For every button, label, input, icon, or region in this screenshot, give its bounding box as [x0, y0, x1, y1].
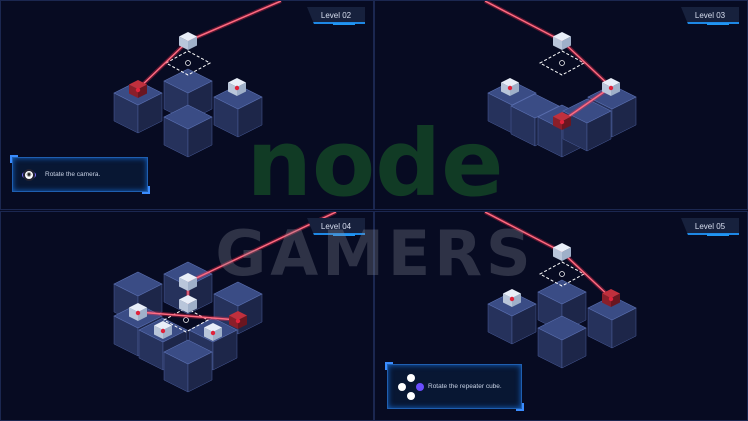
laser-beam [561, 86, 612, 122]
device-core [210, 330, 216, 336]
device-face [501, 78, 519, 87]
dashed-target-tile [164, 50, 212, 76]
cube-top-face [163, 68, 213, 94]
laser-beam [484, 1, 563, 42]
floor-cube [213, 84, 263, 138]
level-04-panel[interactable]: Level 04 [0, 211, 374, 421]
device-face [179, 273, 197, 282]
level-02-scene[interactable] [1, 1, 374, 210]
hint-box: Rotate the repeater cube. [385, 362, 524, 411]
device-face [602, 78, 620, 87]
crystal-cube [179, 295, 197, 313]
camera-rotate-icon: ◉ [23, 168, 35, 181]
cube-top-face [113, 271, 163, 297]
level-05-scene[interactable] [375, 212, 748, 421]
level-label: Level 04 [307, 218, 365, 235]
laser-beam [484, 212, 563, 253]
laser-beam [187, 1, 282, 42]
level-underline [333, 23, 355, 25]
target-marker [185, 60, 191, 66]
cube-top-face [587, 295, 637, 321]
target-marker [559, 271, 565, 277]
dashed-target-tile [538, 261, 586, 287]
level-label: Level 05 [681, 218, 739, 235]
floor-cube [163, 339, 213, 393]
device-face [179, 295, 197, 304]
level-underline [333, 234, 355, 236]
crystal-cube [179, 32, 197, 50]
device-face [503, 289, 521, 298]
level-03-scene[interactable] [375, 1, 748, 210]
cube-top-face [213, 281, 263, 307]
device-core [234, 85, 240, 91]
level-label: Level 03 [681, 7, 739, 24]
dashed-target-tile [162, 307, 210, 333]
laser-beam [561, 251, 612, 299]
crystal-cube [553, 32, 571, 50]
laser-emitter-device [129, 80, 147, 98]
repeater-cube [129, 303, 147, 321]
level-label: Level 02 [307, 7, 365, 24]
cube-top-face [163, 339, 213, 365]
repeater-cube [154, 321, 172, 339]
gamepad-buttons-icon [398, 373, 424, 400]
laser-beam [561, 40, 612, 88]
laser-beam [137, 40, 189, 90]
device-core [608, 296, 614, 302]
cube-top-face [510, 93, 560, 119]
target-marker [559, 60, 565, 66]
device-core [160, 328, 166, 334]
level-03-panel[interactable]: Level 03 [374, 0, 748, 210]
cube-top-face [537, 279, 587, 305]
crystal-cube [553, 243, 571, 261]
device-face [602, 289, 620, 298]
device-face [129, 80, 147, 89]
repeater-cube [602, 78, 620, 96]
repeater-cube [503, 289, 521, 307]
repeater-cube [228, 78, 246, 96]
cube-top-face [163, 104, 213, 130]
device-face [179, 32, 197, 41]
floor-cube [587, 295, 637, 349]
laser-emitter-device [229, 311, 247, 329]
device-face [204, 323, 222, 332]
laser-emitter-device [553, 112, 571, 130]
target-marker [183, 317, 189, 323]
level-05-panel[interactable]: Level 05 [374, 211, 748, 421]
cube-top-face [587, 84, 637, 110]
cube-top-face [562, 98, 612, 124]
hint-box: ◉ Rotate the camera. [10, 155, 150, 194]
cube-top-face [213, 84, 263, 110]
hint-text: Rotate the repeater cube. [428, 383, 502, 390]
floor-cube [537, 315, 587, 369]
repeater-cube [501, 78, 519, 96]
dashed-target-tile [538, 50, 586, 76]
level-underline [707, 234, 729, 236]
repeater-cube [204, 323, 222, 341]
hint-text: Rotate the camera. [45, 171, 101, 178]
device-face [553, 243, 571, 252]
device-core [235, 318, 241, 324]
level-underline [707, 23, 729, 25]
device-face [229, 311, 247, 320]
device-face [553, 32, 571, 41]
device-face [154, 321, 172, 330]
device-core [559, 119, 565, 125]
level-04-scene[interactable] [1, 212, 374, 421]
device-core [608, 85, 614, 91]
device-core [135, 87, 141, 93]
device-core [135, 310, 141, 316]
device-core [507, 85, 513, 91]
device-core [509, 296, 515, 302]
cube-top-face [537, 315, 587, 341]
laser-emitter-device [602, 289, 620, 307]
laser-beam [137, 311, 239, 321]
device-face [129, 303, 147, 312]
device-face [228, 78, 246, 87]
device-face [553, 112, 571, 121]
floor-cube [163, 104, 213, 158]
crystal-cube [179, 273, 197, 291]
